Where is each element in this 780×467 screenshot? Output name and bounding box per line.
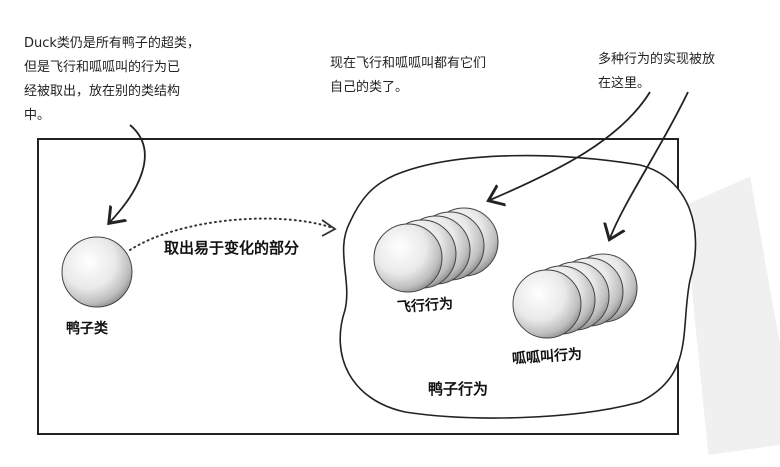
note-line: 自己的类了。 [330, 80, 409, 95]
note-duck-superclass: Duck类仍是所有鸭子的超类， 但是飞行和呱呱叫的行为已 经被取出，放在别的类结… [24, 32, 200, 128]
fly-behavior-stack [373, 207, 499, 293]
note-line: 但是飞行和呱呱叫的行为已 [24, 60, 181, 75]
extract-arrow-head [321, 219, 337, 237]
note-line: Duck类仍是所有鸭子的超类， [24, 36, 200, 51]
implementation-arrow-quack [610, 91, 689, 238]
duck-behaviors-label: 鸭子行为 [428, 380, 489, 398]
note-implementations: 多种行为的实现被放 在这里。 [598, 48, 715, 96]
note-line: 现在飞行和呱呱叫都有它们 [330, 56, 487, 71]
watermark-shape [683, 176, 780, 456]
duck-class-label: 鸭子类 [66, 321, 108, 337]
extract-dotted-arrow [129, 217, 334, 251]
note-line: 在这里。 [598, 76, 651, 91]
duck-class-ball [61, 236, 133, 308]
quack-behavior-stack [512, 253, 638, 339]
diagram-canvas: Duck类仍是所有鸭子的超类， 但是飞行和呱呱叫的行为已 经被取出，放在别的类结… [24, 32, 780, 456]
superclass-note-arrow [110, 124, 146, 222]
note-line: 中。 [24, 108, 51, 123]
extract-arrow-label: 取出易于变化的部分 [164, 239, 300, 257]
watermark-stamp [671, 175, 780, 467]
note-line: 多种行为的实现被放 [598, 52, 716, 67]
diagram-svg [37, 91, 697, 435]
implementation-arrow-fly [490, 91, 651, 200]
fly-behavior-label: 飞行行为 [396, 296, 454, 316]
note-line: 经被取出，放在别的类结构 [24, 84, 181, 99]
note-own-classes: 现在飞行和呱呱叫都有它们 自己的类了。 [330, 52, 486, 100]
